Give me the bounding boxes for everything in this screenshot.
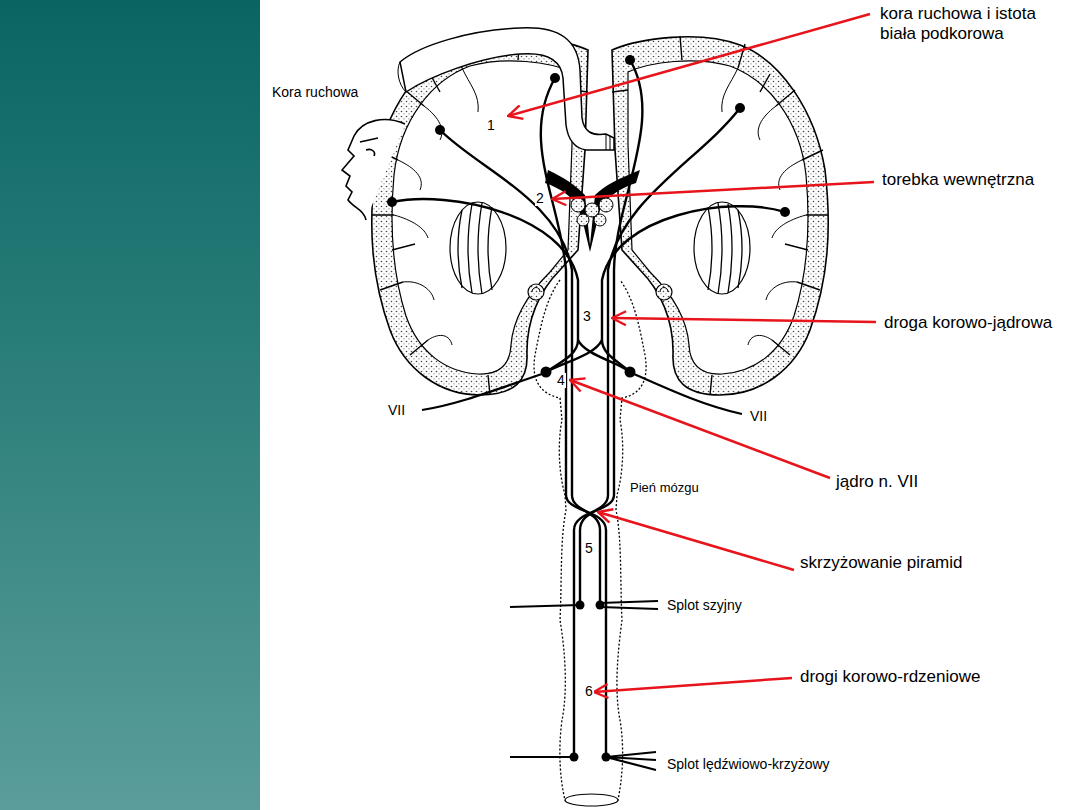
callout-number: 1 — [486, 118, 496, 133]
motor-pathways — [392, 60, 785, 757]
nerves — [422, 374, 742, 770]
part-label: Splot szyjny — [667, 597, 742, 613]
callout-label: skrzyżowanie piramid — [800, 553, 963, 573]
part-label: Pień mózgu — [630, 481, 699, 496]
thalamus — [571, 198, 613, 226]
callout-label: droga korowo-jądrowa — [884, 313, 1052, 333]
callout-label: kora ruchowa i istota biała podkorowa — [880, 4, 1072, 43]
callout-label: jądro n. VII — [836, 472, 918, 492]
leg-figure-detail — [398, 62, 610, 150]
part-label: Kora ruchowa — [272, 84, 358, 100]
ventricles — [545, 170, 640, 252]
leg-figure — [400, 28, 614, 150]
nerve-label: VII — [750, 408, 767, 424]
callout-number: 5 — [584, 541, 594, 556]
face-figure — [342, 120, 405, 220]
cord-end — [565, 794, 618, 806]
neuron-dots — [387, 55, 790, 762]
nerve-label: VII — [388, 402, 405, 418]
callout-number: 2 — [535, 191, 545, 206]
right-hemisphere — [612, 36, 828, 395]
brainstem-spinal-cord — [534, 280, 646, 800]
part-label: Splot lędźwiowo-krzyżowy — [667, 756, 830, 772]
callout-number: 4 — [556, 373, 566, 388]
callout-number: 3 — [582, 309, 592, 324]
leader-arrows — [508, 14, 876, 692]
callout-number: 6 — [584, 684, 594, 699]
callout-label: drogi korowo-rdzeniowe — [800, 667, 980, 687]
callout-label: torebka wewnętrzna — [882, 170, 1034, 190]
side-panel — [0, 0, 260, 810]
